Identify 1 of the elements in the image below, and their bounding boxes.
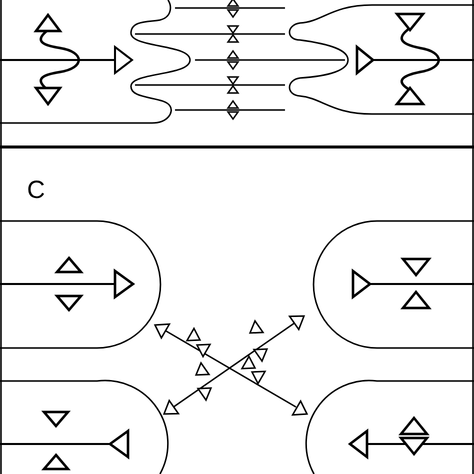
panel-label: C — [27, 176, 46, 204]
